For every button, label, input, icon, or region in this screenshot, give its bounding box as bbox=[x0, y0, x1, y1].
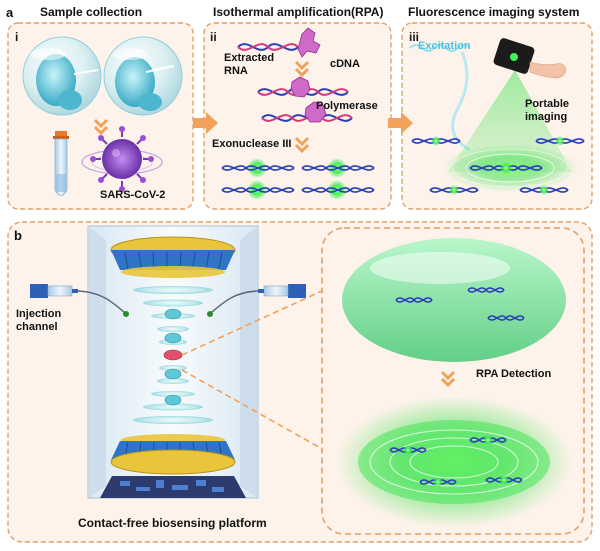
section-ii-title: Isothermal amplification(RPA) bbox=[213, 5, 384, 19]
section-ii-roman: ii bbox=[210, 30, 217, 44]
portable-imaging-label: Portable imaging bbox=[525, 98, 570, 123]
excitation-label: Excitation bbox=[418, 40, 471, 52]
head-bubble-right bbox=[103, 36, 183, 116]
syringe-right bbox=[207, 284, 306, 317]
section-iii-roman: iii bbox=[409, 30, 420, 44]
head-bubble-left bbox=[22, 36, 102, 116]
circuit-board bbox=[100, 476, 246, 498]
virus bbox=[81, 126, 163, 192]
panel-b-letter: b bbox=[14, 228, 22, 243]
flow-arrow-2 bbox=[388, 112, 413, 134]
droplet-before bbox=[342, 238, 566, 362]
dna-products bbox=[221, 158, 375, 200]
rna-strand bbox=[237, 43, 299, 51]
cdna-strand bbox=[257, 76, 349, 98]
polymerase-strand bbox=[261, 101, 353, 123]
section-i-title: Sample collection bbox=[40, 5, 143, 19]
section-i-roman: i bbox=[15, 30, 19, 44]
bottom-transducer bbox=[110, 434, 236, 475]
section-iii-title: Fluorescence imaging system bbox=[408, 5, 580, 19]
sample-tube bbox=[53, 131, 69, 196]
top-transducer bbox=[110, 236, 236, 278]
extracted-rna-label: Extracted RNA bbox=[224, 52, 275, 77]
rpa-detection-label: RPA Detection bbox=[476, 368, 552, 380]
exonuclease-label: Exonuclease III bbox=[212, 138, 292, 150]
droplet-after bbox=[336, 396, 572, 528]
enzyme-rt bbox=[297, 27, 321, 58]
imaging-dots bbox=[431, 136, 565, 195]
injection-channel-label: Injection channel bbox=[16, 308, 62, 333]
virus-label: SARS-CoV-2 bbox=[100, 189, 166, 201]
syringe-left bbox=[30, 284, 129, 317]
phone bbox=[493, 38, 567, 79]
cdna-label: cDNA bbox=[330, 58, 360, 70]
flow-arrow-1 bbox=[193, 112, 218, 134]
panel-a-letter: a bbox=[6, 5, 14, 20]
chevrons-i bbox=[93, 118, 109, 136]
polymerase-label: Polymerase bbox=[316, 100, 378, 112]
chevrons-b bbox=[440, 370, 456, 388]
zoom-lines bbox=[181, 289, 325, 451]
levitated-droplets bbox=[163, 308, 183, 406]
chevrons-ii-1 bbox=[294, 60, 310, 78]
chevrons-ii-2 bbox=[294, 136, 310, 154]
platform-label: Contact-free biosensing platform bbox=[78, 516, 267, 530]
